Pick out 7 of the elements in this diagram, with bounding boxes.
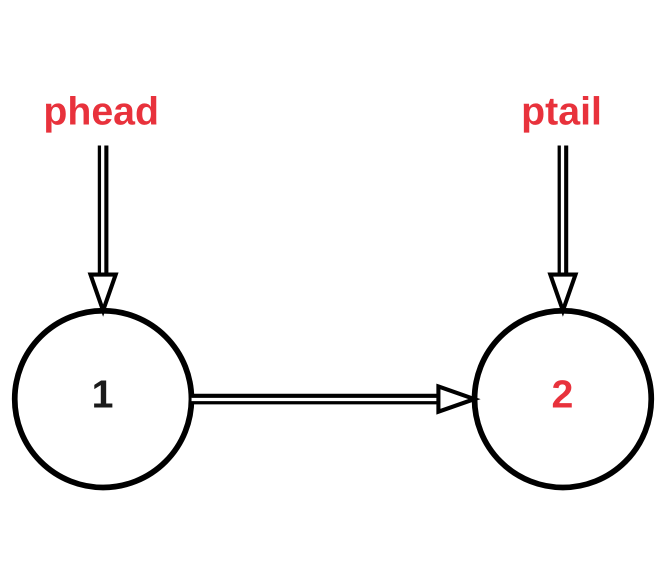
node-text: phead — [43, 89, 160, 134]
node-circle: 2 — [472, 307, 654, 490]
arrow — [547, 144, 578, 316]
node-circle: 1 — [12, 307, 194, 490]
node-text: ptail — [521, 89, 602, 134]
arrow — [192, 383, 481, 414]
arrow — [88, 144, 119, 316]
